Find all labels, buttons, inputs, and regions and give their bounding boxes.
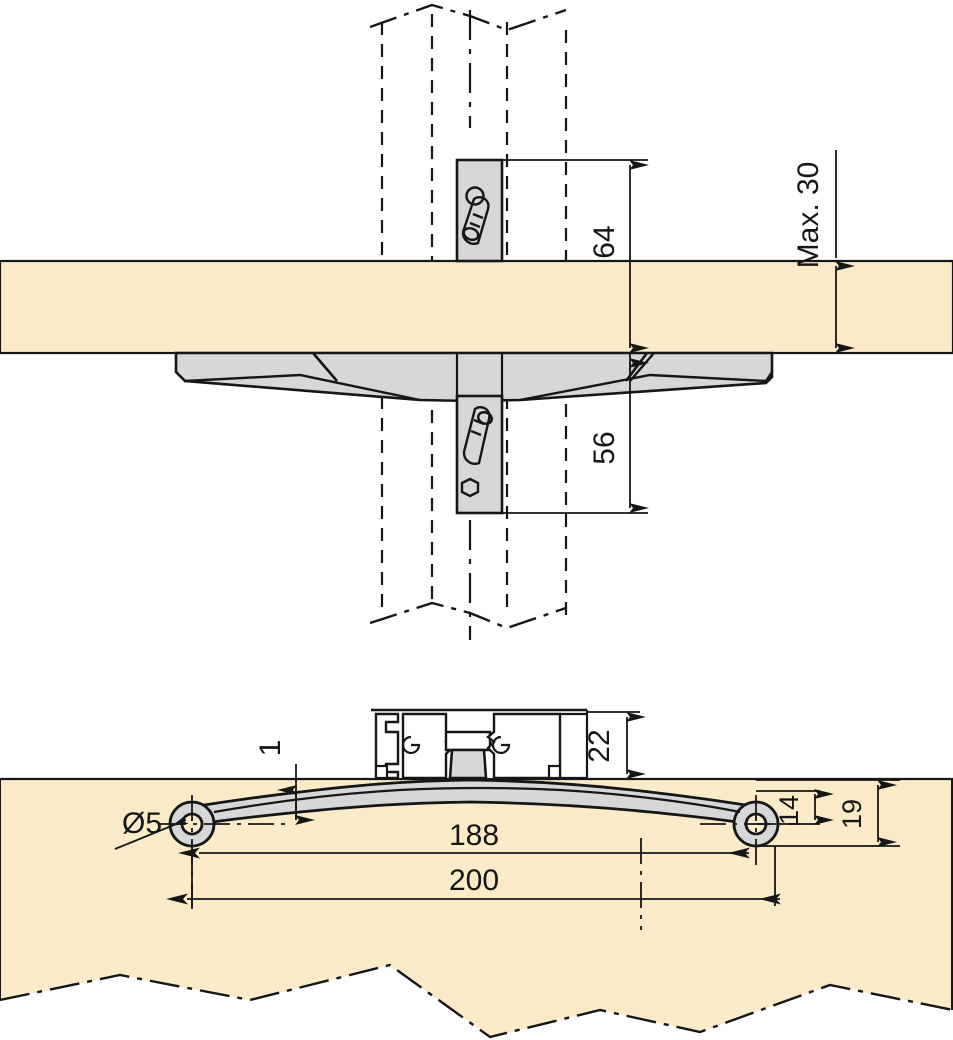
profile-left-foot — [374, 764, 389, 780]
dim-14-label: 14 — [774, 795, 804, 825]
dimension-19: 19 — [756, 779, 900, 847]
dimension-64: 64 — [502, 159, 649, 354]
dimension-188: 188 — [178, 819, 750, 859]
bottom-break-line — [369, 601, 567, 630]
dim-19-label: 19 — [837, 799, 867, 829]
bottom-break-zigzag — [369, 601, 567, 630]
bracket-wing-left-edge — [175, 371, 421, 402]
dim-22-label: 22 — [583, 729, 616, 762]
dia-label: Ø5 — [122, 807, 162, 840]
board-cross-section — [0, 259, 953, 355]
profile-right-chamber — [486, 712, 562, 780]
dim-1-label: 1 — [254, 740, 287, 757]
lower-board-fill — [0, 779, 953, 1037]
lower-bracket-plate — [455, 394, 504, 515]
profile-left-chamber — [401, 712, 454, 780]
upper-bracket-plate — [455, 158, 504, 263]
dimension-max-30: Max. 30 — [792, 150, 855, 353]
dim-200-label: 200 — [449, 864, 499, 897]
dim-56-label: 56 — [588, 431, 621, 464]
upper-plate-body — [455, 158, 504, 263]
aluminium-profile — [371, 708, 589, 780]
profile-right-foot — [547, 764, 562, 780]
upper-plate-screw — [461, 196, 490, 245]
profile-mounting-block — [448, 748, 488, 780]
profile-left-flange — [374, 712, 400, 780]
upper-screw-slot-outline — [461, 196, 490, 245]
dimension-22: 22 — [583, 711, 646, 780]
bracket-left-rib-line — [312, 352, 338, 382]
top-break-line — [369, 3, 567, 32]
upper-screw-line-2 — [469, 221, 481, 229]
dimension-1: 1 — [254, 740, 315, 825]
profile-bridge — [444, 730, 492, 752]
dimension-56: 56 — [502, 352, 655, 514]
dim-56-witness-slash — [629, 352, 655, 382]
upper-screw-head — [462, 226, 480, 242]
dia-leader-line — [114, 815, 189, 850]
bracket-wing-right-edge — [519, 371, 773, 402]
bracket-wing-body — [174, 351, 774, 403]
lower-screw-slot-outline — [462, 406, 491, 465]
dimension-14: 14 — [756, 789, 834, 825]
upper-plate-round-hole — [465, 186, 485, 206]
profile-left-screwport — [401, 735, 421, 755]
upper-elevation-view: 64 Max. 30 56 — [0, 3, 953, 640]
lower-screw-line-2 — [470, 429, 482, 437]
dim-64-label: 64 — [588, 225, 621, 258]
lower-plate-screw — [462, 406, 494, 465]
lower-plan-view: Ø5 1 22 14 19 — [0, 708, 953, 1039]
dimension-200: 200 — [166, 846, 781, 906]
profile-right-screwport — [491, 735, 511, 755]
lower-break-zigzag — [0, 963, 953, 1039]
lower-screw-head — [476, 411, 494, 425]
upper-screw-line-1 — [472, 212, 484, 220]
dimension-hole-diameter: Ø5 — [114, 807, 189, 850]
dim-188-label: 188 — [449, 819, 499, 852]
dim-30-label: Max. 30 — [792, 162, 825, 269]
lower-plate-hex-hole — [460, 477, 480, 498]
top-break-zigzag — [369, 3, 567, 32]
